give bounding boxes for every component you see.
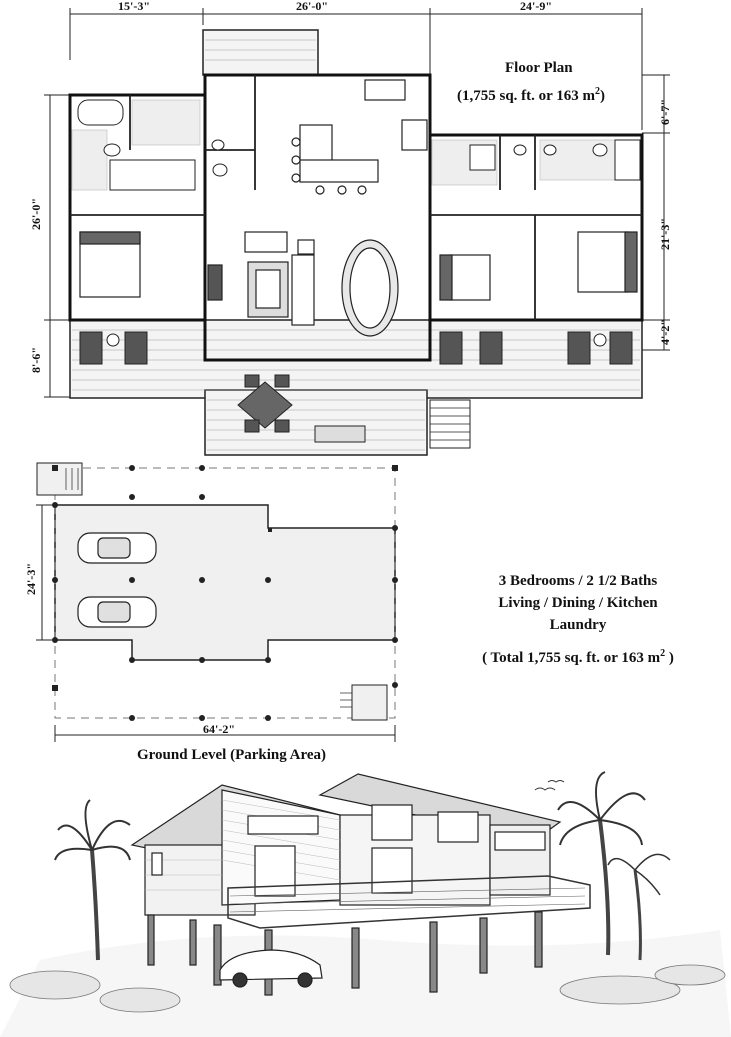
dining-table bbox=[341, 239, 399, 337]
dim-left-1: 26'-0" bbox=[29, 198, 43, 230]
dim-ground-height: 24'-3" bbox=[24, 563, 38, 595]
right-dimension-line bbox=[642, 74, 670, 351]
fixtures bbox=[77, 99, 641, 191]
deck bbox=[69, 319, 643, 456]
kitchen-island bbox=[291, 79, 428, 195]
summary-bedrooms-baths: 3 Bedrooms / 2 1/2 Baths bbox=[498, 573, 658, 589]
summary-laundry: Laundry bbox=[549, 617, 607, 633]
ground-level-title: Ground Level (Parking Area) bbox=[137, 747, 327, 763]
top-balcony bbox=[202, 29, 319, 76]
floor-plan-title: Floor Plan bbox=[505, 60, 573, 76]
beds bbox=[79, 231, 638, 301]
living-room-furniture bbox=[207, 231, 315, 326]
dim-right-3: 4'-2" bbox=[658, 319, 672, 345]
dim-top-1: 15'-3" bbox=[118, 0, 150, 13]
parked-cars bbox=[77, 532, 157, 628]
dim-right-1: 6'-7" bbox=[658, 99, 672, 125]
dim-top-2: 26'-0" bbox=[296, 0, 328, 13]
interior-walls bbox=[70, 75, 642, 320]
dim-top-3: 24'-9" bbox=[520, 0, 552, 13]
deck-furniture bbox=[79, 331, 633, 433]
floor-plan-area: (1,755 sq. ft. or 163 m2) bbox=[457, 86, 606, 104]
summary-rooms: Living / Dining / Kitchen bbox=[498, 595, 658, 611]
left-dimension-line bbox=[44, 94, 70, 398]
dim-right-2: 21'-3" bbox=[658, 218, 672, 250]
ground-level-drawing bbox=[36, 462, 398, 742]
dim-ground-width: 64'-2" bbox=[203, 722, 235, 736]
building-walls bbox=[68, 73, 644, 362]
dim-left-2: 8'-6" bbox=[29, 347, 43, 373]
house-rendering bbox=[0, 771, 731, 1037]
top-dimension-line bbox=[69, 8, 643, 130]
summary-total-area: ( Total 1,755 sq. ft. or 163 m2 ) bbox=[482, 648, 674, 666]
